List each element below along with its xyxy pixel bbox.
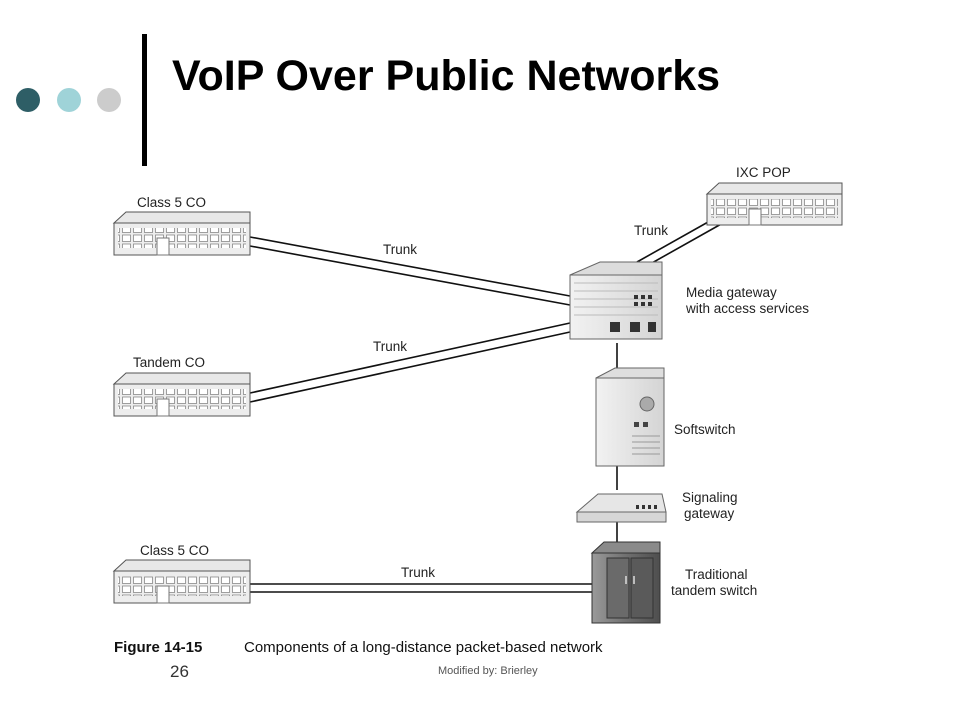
bullet-dot-dark	[16, 88, 40, 112]
class5-co-bottom-building-icon	[112, 559, 251, 604]
label-class5-co-top: Class 5 CO	[137, 195, 206, 210]
label-signaling-gateway-line2: gateway	[684, 506, 735, 521]
label-tandem-co: Tandem CO	[133, 355, 205, 370]
bullet-dot-teal	[57, 88, 81, 112]
signaling-gateway-icon	[575, 493, 667, 523]
label-class5-co-bottom: Class 5 CO	[140, 543, 209, 558]
media-gateway-icon	[569, 261, 663, 340]
ixc-pop-building-icon	[705, 182, 843, 226]
bullet-dot-gray	[97, 88, 121, 112]
trunk-link-class5-bottom	[250, 583, 592, 593]
class5-co-top-building-icon	[112, 211, 251, 256]
trunk-link-ixc	[636, 216, 724, 269]
softswitch-server-icon	[595, 367, 665, 467]
label-softswitch: Softswitch	[674, 422, 736, 437]
label-signaling-gateway-line1: Signaling	[682, 490, 738, 505]
tandem-co-building-icon	[112, 372, 251, 417]
trunk-label-ixc: Trunk	[634, 223, 668, 238]
tandem-switch-icon	[590, 541, 661, 624]
label-ixc-pop: IXC POP	[736, 165, 791, 180]
label-media-gateway-line2: with access services	[685, 301, 809, 316]
trunk-label-tandem: Trunk	[373, 339, 407, 354]
trunk-label-class5-bottom: Trunk	[401, 565, 435, 580]
label-tandem-switch-line1: Traditional	[685, 567, 748, 582]
page-number: 26	[170, 662, 189, 681]
title-divider	[142, 34, 147, 166]
label-media-gateway-line1: Media gateway	[686, 285, 777, 300]
trunk-link-class5-top	[249, 236, 571, 306]
label-tandem-switch-line2: tandem switch	[671, 583, 757, 598]
footer-credit: Modified by: Brierley	[438, 665, 538, 677]
trunk-link-tandem	[249, 322, 571, 403]
figure-caption-label: Figure 14-15	[114, 639, 202, 656]
trunk-label-class5-top: Trunk	[383, 242, 417, 257]
figure-caption-text: Components of a long-distance packet-bas…	[244, 639, 603, 656]
slide-title: VoIP Over Public Networks	[172, 52, 721, 100]
